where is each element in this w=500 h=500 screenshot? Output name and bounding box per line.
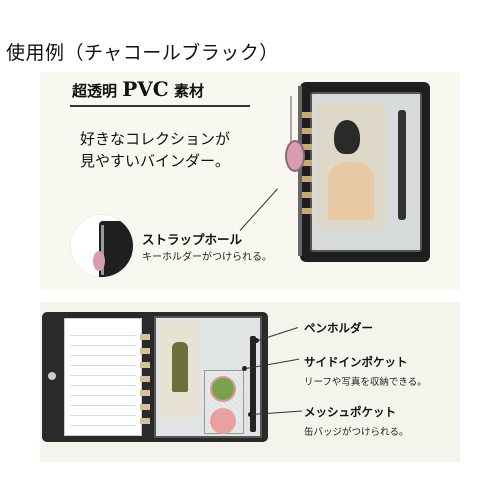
strap-ring xyxy=(290,96,300,142)
mesh-pocket-title: メッシュポケット xyxy=(304,405,396,419)
closeup-charm xyxy=(93,251,105,271)
closeup-binder xyxy=(99,221,133,277)
mesh-pocket-desc: 缶バッジがつけられる。 xyxy=(304,427,409,438)
card-figure-body xyxy=(328,162,374,220)
callout-dot-pen xyxy=(254,338,259,343)
open-binder-image xyxy=(42,312,268,442)
lead-line-1: 好きなコレクションが xyxy=(80,130,231,148)
strap-hole-desc: キーホルダーがつけられる。 xyxy=(142,252,272,263)
can-badge-1 xyxy=(210,376,236,402)
memo-lines xyxy=(70,326,136,426)
poster-figure xyxy=(172,342,188,392)
pen xyxy=(398,110,406,220)
zipper xyxy=(298,86,302,256)
charm-tag xyxy=(285,140,305,172)
card-figure-head xyxy=(334,120,360,154)
binder-rings-open xyxy=(140,334,150,424)
side-pocket-title: サイドインポケット xyxy=(304,355,408,369)
material-suffix: 素材 xyxy=(173,82,204,100)
material-prefix: 超透明 xyxy=(72,82,118,100)
side-pocket-desc: リーフや写真を収納できる。 xyxy=(304,377,427,388)
closed-binder-image xyxy=(298,82,430,262)
closeup-zipper xyxy=(101,225,104,275)
pen-in-holder xyxy=(250,336,256,432)
pen-holder-title: ペンホルダー xyxy=(304,321,373,335)
strap-hole-closeup xyxy=(70,214,134,278)
material-heading: 超透明 PVC 素材 xyxy=(72,77,204,101)
heading-underline xyxy=(70,105,250,107)
binder-rings xyxy=(302,112,312,222)
strap-hole-title: ストラップホール xyxy=(142,232,243,247)
lead-text: 好きなコレクションが 見やすいバインダー。 xyxy=(80,128,230,172)
callout-dot-side xyxy=(242,366,247,371)
lead-line-2: 見やすいバインダー。 xyxy=(80,152,230,170)
page-title: 使用例（チャコールブラック） xyxy=(6,42,279,64)
can-badge-2 xyxy=(210,408,236,434)
material-pvc: PVC xyxy=(122,77,169,101)
snap-button xyxy=(48,372,56,380)
callout-dot-mesh xyxy=(248,412,253,417)
